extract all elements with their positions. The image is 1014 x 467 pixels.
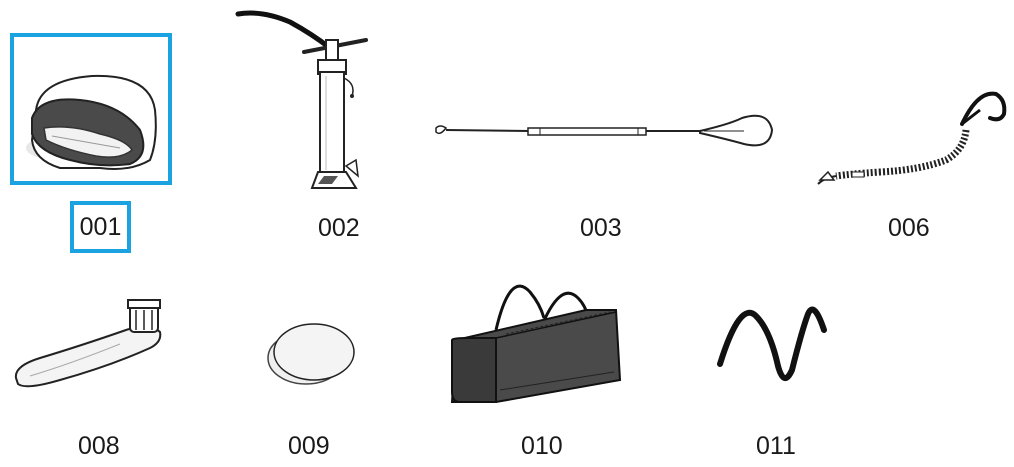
selected-part-code-frame: 001 bbox=[70, 201, 131, 253]
selected-part-frame bbox=[10, 33, 172, 185]
part-code: 011 bbox=[756, 432, 796, 460]
part-code: 003 bbox=[580, 214, 622, 242]
part-code: 010 bbox=[521, 432, 563, 460]
part-code: 001 bbox=[79, 212, 122, 241]
part-code: 006 bbox=[888, 214, 930, 242]
part-code: 009 bbox=[288, 432, 330, 460]
part-code: 002 bbox=[318, 214, 360, 242]
part-code: 008 bbox=[78, 432, 120, 460]
